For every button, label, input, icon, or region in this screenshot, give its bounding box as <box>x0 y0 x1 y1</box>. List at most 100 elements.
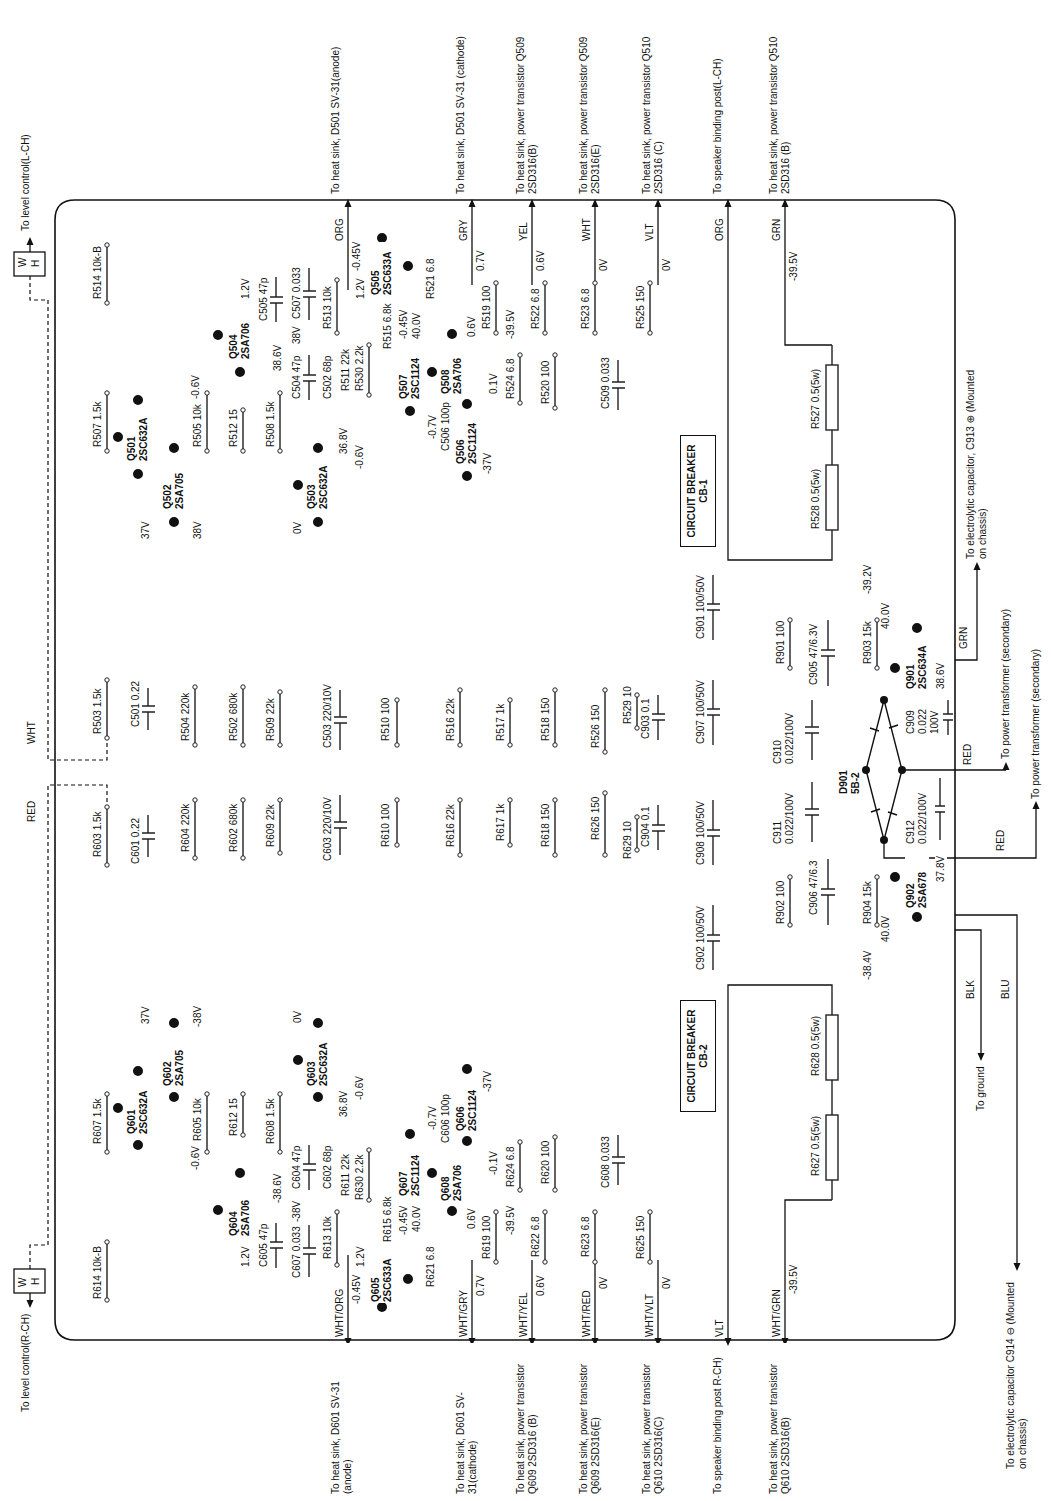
capacitor-label: C507 0.033 <box>291 266 303 320</box>
connection-note: To heat sink, power transistor Q510 2SD3… <box>768 23 792 195</box>
resistor-label: R903 15k <box>862 620 874 665</box>
diode-lead-dot <box>862 696 906 844</box>
capacitor-label: C503 220/10V <box>322 683 334 749</box>
wire-color: WHT/GRN <box>771 1288 783 1338</box>
resistor-label: R507 1.5k <box>92 400 104 448</box>
right-channel-artwork <box>14 785 922 1346</box>
resistor-label: R603 1.5k <box>92 810 104 858</box>
voltage-label: 0.7V <box>475 249 487 272</box>
wire-color: GRY <box>458 219 470 243</box>
voltage-label: -0.6V <box>190 374 202 400</box>
voltage-label: -38.6V <box>272 1173 284 1204</box>
voltage-label: 38.6V <box>935 662 947 690</box>
capacitor-label: C912 0.022/100V <box>905 773 929 845</box>
voltage-label: 37V <box>140 1005 152 1025</box>
capacitor-label: C608 0.033 <box>600 1135 612 1189</box>
resistor-label: R521 6.8 <box>425 257 437 300</box>
resistor-label: R523 6.8 <box>580 287 592 330</box>
voltage-label: -0.6V <box>354 444 366 470</box>
resistor-label: R622 6.8 <box>530 1215 542 1258</box>
wire-color: BLK <box>965 979 977 1000</box>
voltage-label: 38.6V <box>272 344 284 372</box>
resistor-label: R505 10k <box>192 403 204 448</box>
resistor-label: R510 100 <box>380 697 392 742</box>
resistor-label: R604 220k <box>180 803 192 853</box>
resistor-label: R514 10k-B <box>92 245 104 300</box>
supply-wire <box>884 570 1036 1264</box>
resistor-label: R517 1k <box>495 703 507 742</box>
capacitor-label: C505 47p <box>258 277 270 322</box>
connector-pin: H <box>30 1277 42 1286</box>
resistor-label: R602 680k <box>228 803 240 853</box>
connection-note: To speaker binding post R-CH) <box>712 1343 724 1495</box>
resistor-label: R526 150 <box>590 704 602 749</box>
resistor-label: R509 22k <box>265 697 277 742</box>
connection-note: To heat sink, power transistor Q609 2SD3… <box>578 1343 602 1495</box>
breaker-label: CIRCUIT BREAKER CB-1 <box>686 441 710 541</box>
wire-color: YEL <box>518 221 530 242</box>
voltage-label: -37V <box>482 452 494 475</box>
transistor-label: Q601 2SC632A <box>126 1083 150 1135</box>
resistor-label: R524 6.8 <box>505 357 517 400</box>
resistor-label: R904 15k <box>862 880 874 925</box>
transistor-label: Q505 2SC633A <box>370 242 394 296</box>
resistor-label: R502 680k <box>228 692 240 742</box>
connection-note: To heat sink, D501 SV-31 (cathode) <box>455 23 467 195</box>
resistor-label: R511 22k <box>340 348 352 392</box>
voltage-label: 0.6V <box>535 1274 547 1297</box>
resistor-label: R616 22k <box>445 803 457 848</box>
voltage-label: 40.0V <box>411 1205 423 1233</box>
voltage-label: 40.0V <box>880 602 892 630</box>
wire-color: RED <box>962 743 974 766</box>
transistor-label: Q607 2SC1124 <box>398 1145 422 1197</box>
capacitor-label: C601 0.22 <box>130 817 142 865</box>
capacitor-label: C909 0.022 100V <box>905 697 941 735</box>
voltage-label: 0V <box>598 1276 610 1290</box>
resistor-label: R518 150 <box>540 697 552 742</box>
resistor-label: R530 2.2k <box>354 344 366 392</box>
connection-note: To ground <box>975 1066 987 1112</box>
capacitor-label: C905 47/6.3V <box>808 623 820 686</box>
wire-color: WHT/GRY <box>458 1289 470 1338</box>
resistor-label: R626 150 <box>590 796 602 841</box>
resistor-label: R609 22k <box>265 803 277 848</box>
resistor-label: R607 1.5k <box>92 1097 104 1145</box>
board-outline <box>55 200 955 1340</box>
capacitor-label: C502 68p <box>322 355 334 400</box>
transistor-label: Q901 2SC634A <box>905 636 929 690</box>
voltage-label: 0V <box>292 1010 304 1024</box>
connection-note: To heat sink, D501 SV-31(anode) <box>330 23 342 195</box>
resistor-label: R515 6.8k <box>382 302 394 350</box>
voltage-label: 36.8V <box>338 1090 350 1118</box>
voltage-label: -39.5V <box>788 1264 800 1295</box>
connection-note: To heat sink, power transistor Q510 2SD3… <box>641 23 665 195</box>
transistor-label: Q605 2SC633A <box>370 1249 394 1303</box>
voltage-label: 1.2V <box>355 277 367 300</box>
resistor-label: R901 100 <box>775 620 787 665</box>
capacitor-label: C504 47p <box>291 355 303 400</box>
breaker-box: CIRCUIT BREAKER CB-1 <box>680 435 716 547</box>
left-channel-artwork <box>14 199 922 760</box>
transistor-label: Q503 2SC632A <box>306 458 330 510</box>
wire-color: RED <box>995 829 1007 852</box>
transistor-label: Q603 2SC632A <box>306 1035 330 1087</box>
resistor-label: R613 10k <box>322 1215 334 1260</box>
resistor-label: R605 10k <box>192 1097 204 1142</box>
transistor-label: Q606 2SC1124 <box>455 1080 479 1132</box>
resistor-label: R516 22k <box>445 697 457 742</box>
voltage-label: 0V <box>292 521 304 535</box>
capacitor-label: C603 220/10V <box>322 796 334 862</box>
capacitor-label: C506 100p <box>440 401 452 452</box>
voltage-label: -0.7V <box>427 414 439 440</box>
resistor-label: R614 10k-B <box>92 1245 104 1300</box>
capacitor-label: C906 47/6.3 <box>808 860 820 917</box>
resistor-label: R617 1k <box>495 803 507 842</box>
connection-note: To electrolytic capacitor C914 ⊖ (Mounte… <box>1005 1273 1029 1470</box>
transistor-label: Q504 2SA706 <box>228 308 252 360</box>
capacitor-label: C607 0.033 <box>291 1225 303 1279</box>
resistor-label: R527 0.5(5w) <box>810 368 822 430</box>
resistor-label: R519 100 <box>481 285 493 330</box>
capacitor-label: C602 68p <box>322 1145 334 1190</box>
resistor-label: R902 100 <box>775 880 787 925</box>
